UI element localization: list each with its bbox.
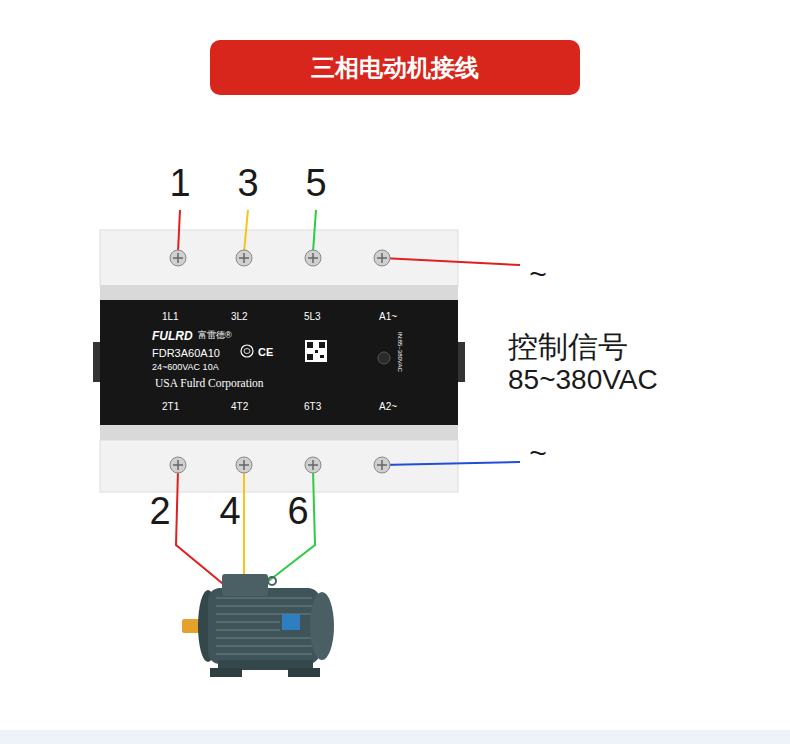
screw-slot xyxy=(173,253,183,263)
qr-code xyxy=(307,342,313,348)
screw-slot xyxy=(239,253,249,263)
callout-number: 6 xyxy=(287,490,308,534)
terminal-screw xyxy=(170,457,186,473)
screw-slot xyxy=(377,253,387,263)
relay-bottom-housing xyxy=(100,440,458,492)
qr-code xyxy=(320,355,324,358)
status-led xyxy=(378,352,390,364)
terminal-screw xyxy=(374,250,390,266)
screw-head xyxy=(305,250,321,266)
relay-marking: 3L2 xyxy=(231,312,248,322)
screw-head xyxy=(170,250,186,266)
terminal-screw xyxy=(305,457,321,473)
relay-marking: 1L1 xyxy=(162,312,179,322)
relay-marking: A2~ xyxy=(379,402,397,412)
relay-panel: 1L1 3L2 5L3 A1~ FULRD 富雷德® FDR3A60A10 CE 24~600V… xyxy=(100,300,458,425)
signal-label: 控制信号 xyxy=(508,330,628,365)
qr-code xyxy=(305,340,327,362)
qr-code xyxy=(307,354,313,360)
motor-lifting-eye xyxy=(268,577,276,585)
relay-marking: FDR3A60A10 xyxy=(152,348,220,359)
relay-marking: A1~ xyxy=(379,312,397,322)
callout-number: 3 xyxy=(237,162,258,206)
relay-marking: 2T1 xyxy=(162,402,179,412)
screw-slot xyxy=(239,460,249,470)
screw-head xyxy=(305,457,321,473)
relay-label-panel xyxy=(100,300,458,425)
terminal-screw xyxy=(236,457,252,473)
qr-code xyxy=(319,342,325,348)
title-banner: 三相电动机接线 xyxy=(210,40,580,95)
terminal-screw xyxy=(374,457,390,473)
screw-head xyxy=(236,250,252,266)
terminal-screw xyxy=(305,250,321,266)
relay-top-housing xyxy=(100,230,458,286)
screw-slot xyxy=(308,253,318,263)
screw-slot xyxy=(377,460,387,470)
relay-marking: FULRD xyxy=(152,330,193,342)
motor-foot xyxy=(210,668,242,677)
control-wire xyxy=(382,258,520,265)
callout-number: 4 xyxy=(219,490,240,534)
relay-marking: 富雷德® xyxy=(198,331,232,340)
ccc-mark xyxy=(244,349,250,354)
motor-foot xyxy=(288,668,320,677)
relay-top-shade xyxy=(100,285,458,300)
relay-bottom-shade xyxy=(100,425,458,440)
callout-number: 1 xyxy=(169,162,190,206)
motor-nameplate xyxy=(282,614,300,630)
motor-wire xyxy=(266,470,315,583)
control-wire xyxy=(382,462,520,465)
leader-wire xyxy=(313,210,316,252)
ac-symbol: ~ xyxy=(529,257,547,292)
signal-voltage: 85~380VAC xyxy=(508,364,658,396)
relay-marking: 24~600VAC 10A xyxy=(152,363,219,372)
relay-marking: IN:85~380VAC xyxy=(397,332,403,372)
motor-body xyxy=(208,588,320,664)
motor-terminal-box xyxy=(222,574,268,596)
terminal-screw xyxy=(170,250,186,266)
screw-slot xyxy=(173,460,183,470)
relay-marking: 6T3 xyxy=(304,402,321,412)
ac-symbol: ~ xyxy=(529,436,547,471)
screw-head xyxy=(236,457,252,473)
bottom-band xyxy=(0,730,790,744)
screw-slot xyxy=(308,460,318,470)
relay-marking: CE xyxy=(258,347,273,358)
motor-wire xyxy=(243,470,245,578)
leader-wire xyxy=(178,210,180,252)
relay-marking: 5L3 xyxy=(304,312,321,322)
terminal-screw xyxy=(236,250,252,266)
leader-wire xyxy=(244,210,248,252)
screw-head xyxy=(374,250,390,266)
ccc-mark xyxy=(241,345,253,357)
relay-marking: USA Fulrd Corporation xyxy=(155,378,264,390)
callout-number: 2 xyxy=(149,490,170,534)
qr-code xyxy=(315,350,318,353)
motor-fins xyxy=(216,598,312,654)
relay-marking: 4T2 xyxy=(231,402,248,412)
callout-number: 5 xyxy=(305,162,326,206)
motor-fan-cover xyxy=(310,592,334,660)
screw-head xyxy=(374,457,390,473)
screw-head xyxy=(170,457,186,473)
